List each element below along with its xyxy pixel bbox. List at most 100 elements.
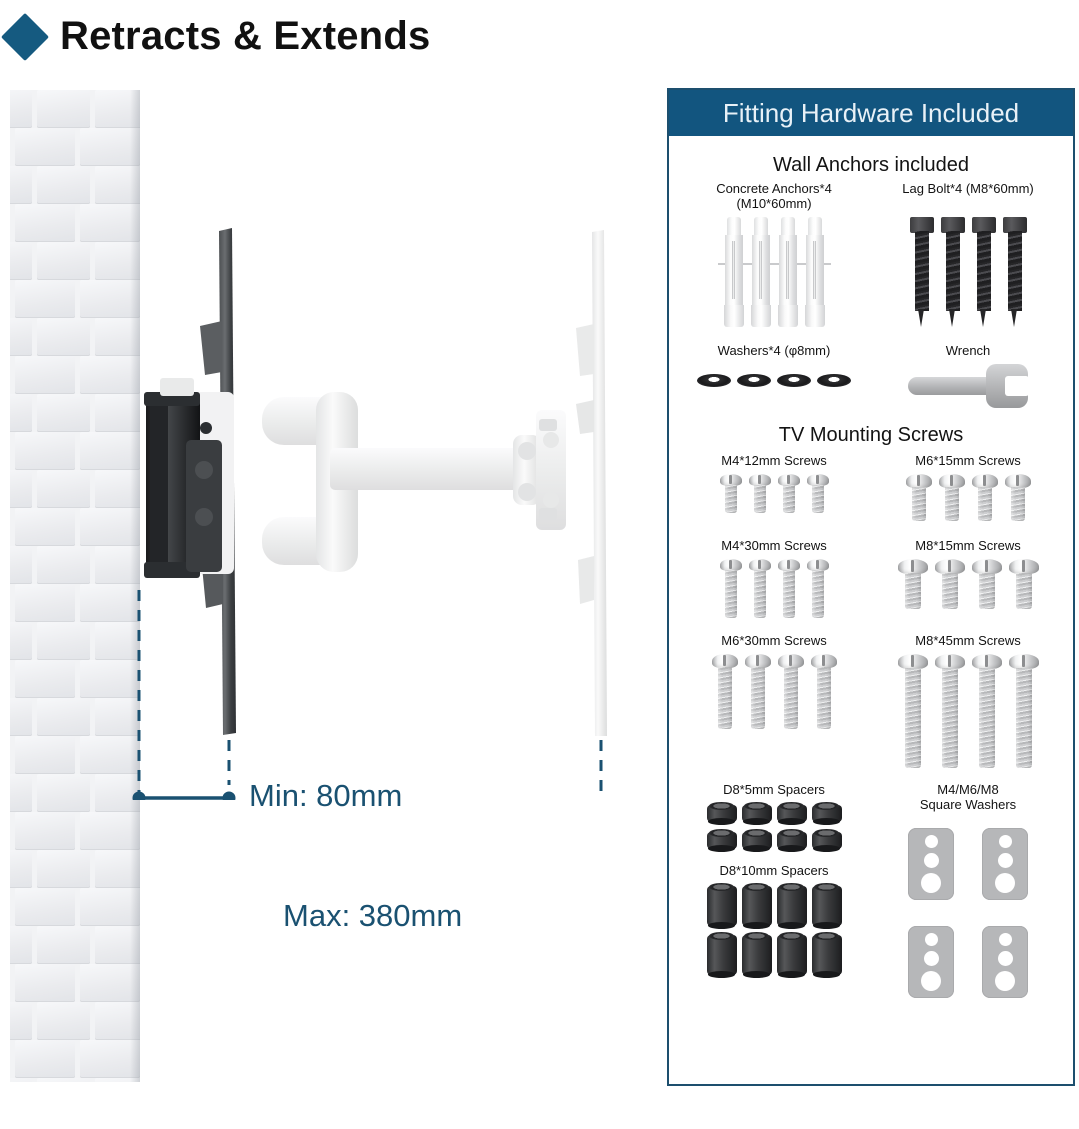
screw-row-1: M4*12mm Screws M6*15mm Screws xyxy=(677,453,1065,526)
brick xyxy=(94,1002,140,1040)
brick xyxy=(37,546,90,584)
screw-icon xyxy=(897,654,928,772)
brick xyxy=(80,204,140,242)
spacer-icon xyxy=(741,802,772,825)
brick xyxy=(37,1078,90,1082)
brick xyxy=(37,90,90,128)
brick xyxy=(15,508,75,546)
washer-items xyxy=(677,374,871,387)
square-washer-icon xyxy=(908,828,954,900)
screw-icon xyxy=(1008,559,1039,615)
brick xyxy=(10,774,33,812)
brick xyxy=(10,1002,33,1040)
group-m6-15: M6*15mm Screws xyxy=(871,453,1065,526)
section-title-tv-screws: TV Mounting Screws xyxy=(778,424,964,446)
panel-body: Wall Anchors included Concrete Anchors*4… xyxy=(669,136,1073,998)
brick xyxy=(80,964,140,1002)
page-title-row: Retracts & Extends xyxy=(0,12,430,61)
brick-course xyxy=(10,432,140,470)
group-lag-bolts: Lag Bolt*4 (M8*60mm) xyxy=(871,181,1065,329)
brick xyxy=(37,1002,90,1040)
brick xyxy=(37,622,90,660)
screw-icon xyxy=(897,559,928,615)
brick xyxy=(94,394,140,432)
washers-wrench-row: Washers*4 (φ8mm) Wrench xyxy=(677,343,1065,408)
brick-course xyxy=(10,660,140,698)
spacer-5mm-items-row2 xyxy=(677,829,871,852)
brick xyxy=(15,356,75,394)
screw-icon xyxy=(1004,474,1031,526)
screw-icon xyxy=(744,654,771,732)
brick-course xyxy=(10,128,140,166)
brick xyxy=(80,812,140,850)
brick xyxy=(37,470,90,508)
brick xyxy=(80,660,140,698)
screw-icon xyxy=(934,654,965,772)
brick xyxy=(94,90,140,128)
spacer-10mm-items-row2 xyxy=(677,932,871,978)
brick xyxy=(37,774,90,812)
brick xyxy=(94,622,140,660)
group-wrench: Wrench xyxy=(871,343,1065,408)
brick xyxy=(15,964,75,1002)
brick xyxy=(80,888,140,926)
group-m4-12: M4*12mm Screws xyxy=(677,453,871,526)
washer-icon xyxy=(777,374,811,387)
screw-icon xyxy=(934,559,965,615)
brick-course xyxy=(10,166,140,204)
spacer-10mm-items-row1 xyxy=(677,883,871,929)
fitting-hardware-panel: Fitting Hardware Included Wall Anchors i… xyxy=(667,88,1075,1086)
brick-course xyxy=(10,508,140,546)
concrete-anchor-icon xyxy=(771,217,804,327)
group-m8-45: M8*45mm Screws xyxy=(871,633,1065,772)
square-washers-column: M4/M6/M8 Square Washers xyxy=(871,782,1065,998)
dimension-lines xyxy=(132,590,603,800)
spacers-row: D8*5mm Spacers D8*10mm Spacers xyxy=(677,782,1065,998)
brick xyxy=(37,698,90,736)
group-concrete-anchors: Concrete Anchors*4 (M10*60mm) xyxy=(677,181,871,329)
brick xyxy=(10,318,33,356)
concrete-anchor-icon xyxy=(798,217,831,327)
screw-items xyxy=(677,654,871,732)
screw-icon xyxy=(777,654,804,732)
screw-items xyxy=(677,559,871,621)
screw-icon xyxy=(806,559,829,621)
screw-icon xyxy=(777,559,800,621)
brick xyxy=(10,926,33,964)
brick xyxy=(80,508,140,546)
screw-items xyxy=(871,654,1065,772)
brick-course xyxy=(10,204,140,242)
brick xyxy=(10,698,33,736)
square-washer-icon xyxy=(908,926,954,998)
spacer-icon xyxy=(776,932,807,978)
screw-icon xyxy=(1008,654,1039,772)
brick xyxy=(94,546,140,584)
group-label: D8*5mm Spacers xyxy=(723,782,825,797)
anchors-row: Concrete Anchors*4 (M10*60mm) Lag Bolt*4… xyxy=(677,181,1065,329)
spacer-icon xyxy=(776,829,807,852)
group-label: M4*12mm Screws xyxy=(721,453,827,468)
spacer-icon xyxy=(776,802,807,825)
group-label: M4/M6/M8 xyxy=(937,782,999,797)
brick xyxy=(80,1040,140,1078)
screw-row-3: M6*30mm Screws M8*45mm Screws xyxy=(677,633,1065,772)
group-washers: Washers*4 (φ8mm) xyxy=(677,343,871,408)
washer-icon xyxy=(817,374,851,387)
brick-course xyxy=(10,470,140,508)
screw-icon xyxy=(748,474,771,518)
dimension-min-label: Min: 80mm xyxy=(249,778,403,813)
panel-header: Fitting Hardware Included xyxy=(669,90,1073,136)
group-label: M8*45mm Screws xyxy=(915,633,1021,648)
brick xyxy=(15,128,75,166)
spacer-icon xyxy=(776,883,807,929)
brick xyxy=(37,926,90,964)
group-label: Wrench xyxy=(945,343,991,358)
brick xyxy=(94,242,140,280)
concrete-anchor-icon xyxy=(744,217,777,327)
spacer-icon xyxy=(741,932,772,978)
brick-course xyxy=(10,888,140,926)
lag-bolt-icon xyxy=(940,217,965,329)
brick xyxy=(94,166,140,204)
spacer-5mm-items-row1 xyxy=(677,802,871,825)
